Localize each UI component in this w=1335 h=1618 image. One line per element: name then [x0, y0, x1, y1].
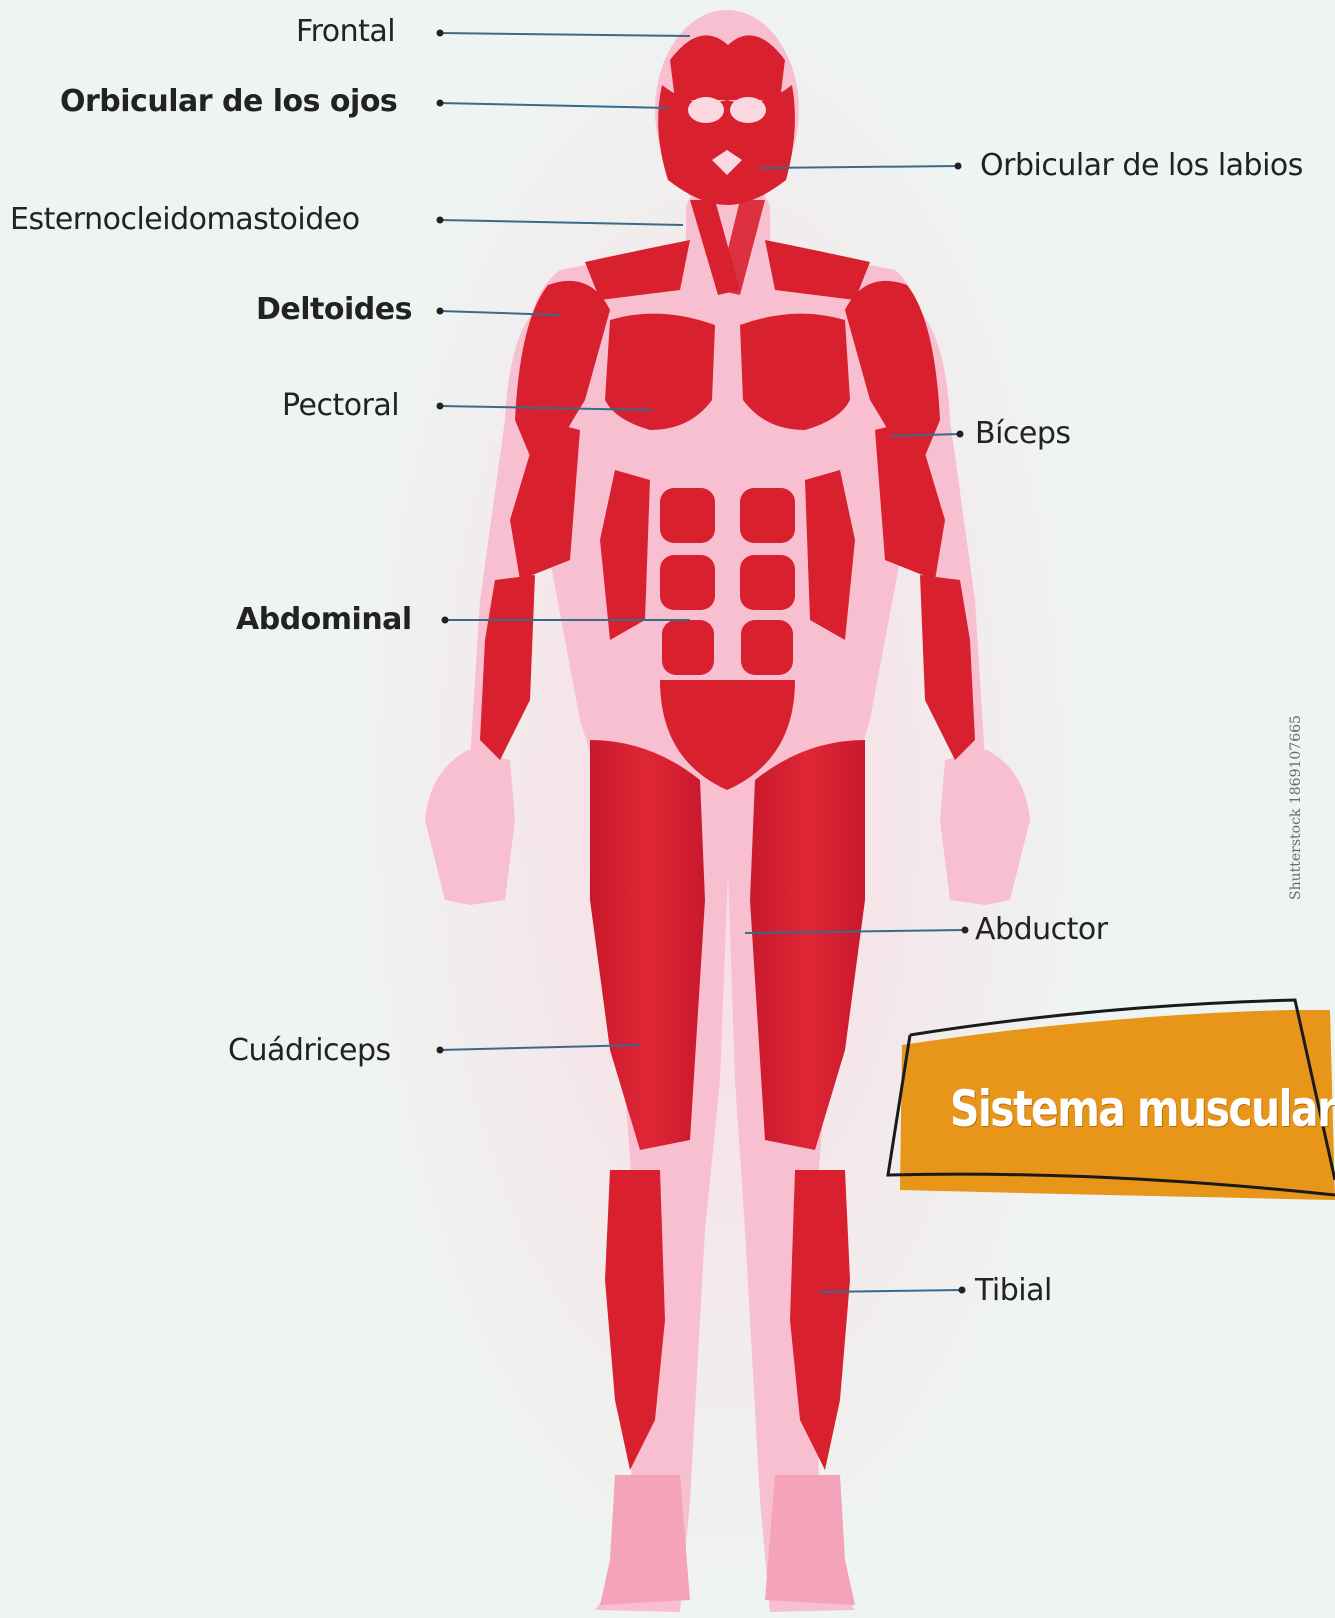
label-abdominal: Abdominal — [236, 602, 412, 638]
label-cuadriceps: Cuádriceps — [228, 1033, 391, 1069]
label-tibial: Tibial — [975, 1273, 1052, 1309]
label-orbicular-labios: Orbicular de los labios — [980, 148, 1303, 184]
label-biceps: Bíceps — [975, 416, 1071, 452]
label-esternocleidomastoideo: Esternocleidomastoideo — [10, 202, 360, 238]
label-deltoides: Deltoides — [256, 292, 412, 328]
banner-title: Sistema muscular — [950, 1080, 1335, 1138]
label-abductor: Abductor — [975, 912, 1108, 948]
image-credit: Shutterstock 1869107665 — [1288, 715, 1304, 900]
label-pectoral: Pectoral — [282, 388, 399, 424]
label-orbicular-ojos: Orbicular de los ojos — [60, 84, 397, 120]
label-frontal: Frontal — [296, 14, 395, 50]
head-muscles — [658, 35, 795, 205]
